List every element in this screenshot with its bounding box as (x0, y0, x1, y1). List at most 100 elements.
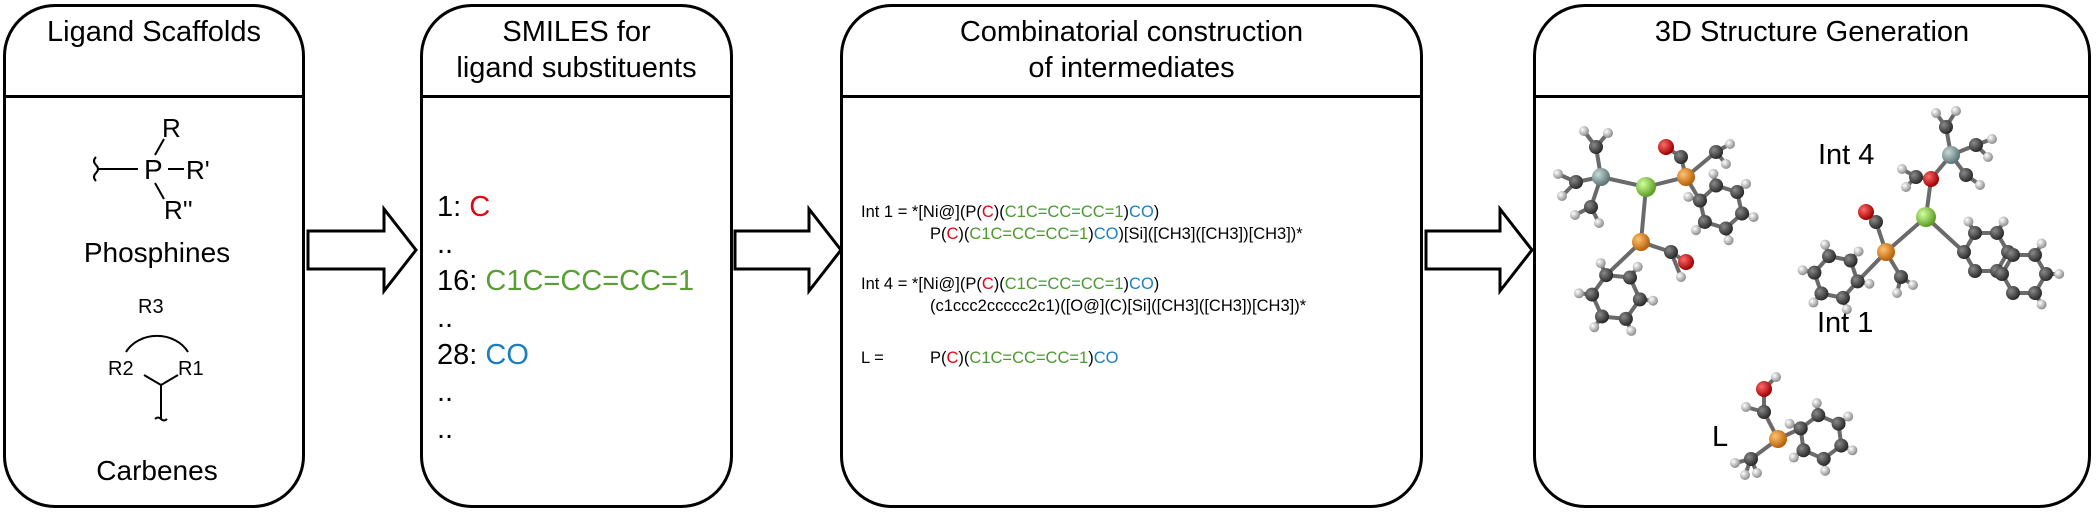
ligand-atom (1740, 470, 1750, 480)
int1-atom (1585, 287, 1600, 302)
int1-atom (1557, 191, 1567, 201)
phosphorus-atom-label: P (144, 154, 163, 185)
combinatorial-title-line2: of intermediates (1028, 52, 1235, 84)
int4-atom (1909, 170, 1923, 184)
int4-atom (1951, 106, 1961, 116)
int4-atom (2028, 247, 2042, 262)
int1-smiles-line2: P(C)(C1C=CC=CC=1)CO)[Si]([CH3]([CH3])[CH… (930, 225, 1303, 243)
int1-atom (1636, 177, 1656, 197)
ligand-atom (1843, 411, 1854, 422)
phosphines-label: Phosphines (83, 237, 231, 268)
int4-atom (1916, 207, 1936, 227)
int4-atom (1983, 152, 1993, 162)
list-item: .. (437, 376, 454, 408)
int1-atom (1632, 233, 1650, 251)
int1-atom (1709, 178, 1724, 193)
int4-atom (1894, 270, 1908, 284)
int4-atom (1843, 253, 1858, 268)
int1-atom (1730, 185, 1745, 200)
ligand-atom (1811, 408, 1826, 423)
ligand-scaffolds-panel: Ligand Scaffolds P R R' R'' Phosphines R… (3, 4, 305, 508)
int1-atom (1741, 178, 1752, 189)
int1-atom (1748, 212, 1759, 223)
int1-atom (1674, 150, 1688, 164)
int4-atom (2036, 299, 2047, 310)
int1-atom (1718, 221, 1733, 236)
int1-atom (1579, 126, 1589, 136)
ligand-atom (1741, 402, 1751, 412)
arrow-3 (1424, 205, 1534, 295)
int1-atom (1570, 210, 1580, 220)
ligand-atom (1730, 458, 1740, 468)
int4-atom (1975, 180, 1985, 190)
int1-atom (1584, 200, 1598, 214)
int4-atom (2028, 286, 2042, 301)
int4-atom (1969, 138, 1983, 152)
smiles-title-line1: SMILES for (502, 16, 651, 48)
int1-atom (1603, 128, 1613, 138)
int4-atom (2006, 247, 2020, 262)
int1-atom (1678, 254, 1694, 270)
int4-atom (2039, 267, 2053, 281)
int1-atom (1690, 225, 1701, 236)
int4-atom (1822, 249, 1837, 264)
int4-atom (1808, 297, 1819, 308)
structure-panel: 3D Structure Generation Int 1 Int 4 L (1533, 4, 2091, 508)
ligand-atom (1816, 451, 1831, 466)
int4-atom (1939, 120, 1953, 134)
int1-atom (1632, 292, 1647, 307)
ligand-atom (1744, 452, 1758, 466)
int4-molecule (1797, 106, 2065, 315)
ligand-atom (1796, 443, 1811, 458)
smiles-list: 1: C .. 16: C1C=CC=CC=1 .. 28: CO .. .. (437, 189, 694, 448)
int4-atom (2054, 269, 2065, 279)
int4-smiles-line2: (c1ccc2ccccc2c1)([O@](C)[Si]([CH3]([CH3]… (930, 297, 1307, 315)
int1-atom (1692, 193, 1707, 208)
smiles-panel: SMILES for ligand substituents 1: C .. 1… (420, 4, 733, 508)
ligand-atom (1757, 405, 1771, 419)
ligand-scaffolds-title: Ligand Scaffolds (47, 16, 261, 48)
int1-atom (1553, 169, 1563, 179)
int4-atom (1968, 225, 1982, 240)
int4-structure-label: Int 4 (1818, 139, 1875, 171)
panel-divider (6, 95, 302, 98)
int1-atom (1676, 272, 1686, 282)
int1-atom (1709, 145, 1723, 159)
ligand-atom (1756, 381, 1772, 397)
int1-atom (1632, 261, 1643, 272)
int1-smiles-line1: Int 1 = *[Ni@](P(C)(C1C=CC=CC=1)CO) (861, 203, 1160, 221)
int1-structure-label: Int 1 (1817, 307, 1874, 339)
int1-atom (1697, 214, 1712, 229)
ligand-atom (1769, 430, 1787, 448)
ligand-atom (1793, 421, 1808, 436)
list-item: 28: CO (437, 339, 529, 371)
structure-title: 3D Structure Generation (1654, 16, 1970, 48)
int4-atom (1931, 108, 1941, 118)
int4-atom (1897, 164, 1907, 174)
phosphine-r-double-prime-label: R'' (164, 195, 193, 225)
int4-atom (1877, 243, 1895, 261)
int1-atom (1723, 235, 1734, 246)
int4-atom (1987, 134, 1997, 144)
ligand-atom (1788, 452, 1799, 463)
int4-atom (1835, 290, 1850, 305)
arrow-1 (306, 205, 418, 295)
int4-atom (1869, 215, 1883, 229)
int4-atom (1990, 225, 2004, 240)
int4-atom (1858, 204, 1874, 220)
ligand-smiles-label: L = (861, 349, 884, 367)
int4-atom (1923, 171, 1939, 187)
int1-atom (1595, 258, 1606, 269)
int4-atom (1998, 216, 2009, 227)
int4-atom (2006, 286, 2020, 301)
panel-divider (1536, 95, 2088, 98)
phosphine-scaffold: P R R' R'' (93, 113, 210, 225)
int1-atom (1626, 325, 1637, 336)
ligand-atom (1784, 418, 1795, 429)
ligand-atom (1847, 445, 1858, 456)
int1-atom (1589, 322, 1600, 333)
ligand-atom (1820, 465, 1831, 476)
ligand-atom (1831, 416, 1846, 431)
int4-atom (1814, 286, 1829, 301)
int1-atom (1589, 140, 1603, 154)
